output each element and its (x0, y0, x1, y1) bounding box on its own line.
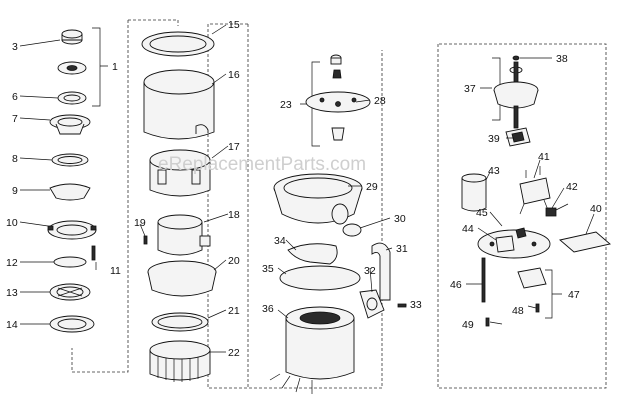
part-15-cushion-ring (141, 31, 215, 57)
part-23-turntable-stack (305, 54, 371, 141)
part-35-seal (279, 265, 361, 291)
part-46-bolt (481, 257, 486, 303)
part-43-tube (461, 173, 487, 212)
part-18-housing-inlet (157, 214, 211, 256)
part-3-stopper (61, 29, 83, 45)
callout-6: 6 (12, 91, 18, 103)
part-49-screw (485, 317, 490, 327)
part-13-mounting-ring (49, 283, 91, 301)
part-28-turntable (355, 99, 371, 103)
part-22-grind-ring (149, 340, 211, 382)
watermark: eReplacementParts.com (158, 154, 366, 175)
callout-22: 22 (228, 347, 240, 359)
part-21-seal (151, 312, 209, 332)
callout-21: 21 (228, 305, 240, 317)
callout-13: 13 (6, 287, 18, 299)
part-47-bottom-plate (517, 267, 547, 289)
callout-43: 43 (488, 165, 500, 177)
callout-19: 19 (134, 217, 146, 229)
callout-29: 29 (366, 181, 378, 193)
part-30-gasket (342, 223, 362, 237)
callout-10: 10 (6, 217, 18, 229)
callout-30: 30 (394, 213, 406, 225)
part-20-grind-ring-housing (147, 260, 217, 297)
part-29-lower-hopper (273, 173, 363, 225)
callout-16: 16 (228, 69, 240, 81)
part-8-gasket (51, 153, 89, 167)
bracket-1 (92, 27, 108, 107)
callout-3: 3 (12, 41, 18, 53)
part-36-motor-stator (269, 306, 355, 394)
callout-48: 48 (512, 305, 524, 317)
part-37-rotor (493, 61, 539, 129)
group-middle-dashed-box (207, 23, 383, 389)
part-42-switch-actuator (545, 203, 569, 217)
part-48-screw (535, 303, 540, 313)
part-12-snap-ring (53, 256, 87, 268)
callout-44: 44 (462, 223, 474, 235)
part-39-bearing (505, 127, 531, 147)
callout-12: 12 (6, 257, 18, 269)
group-left-dashed-box (71, 19, 179, 373)
callout-17: 17 (228, 141, 240, 153)
part-17-hopper (149, 149, 211, 197)
callout-35: 35 (262, 263, 274, 275)
part-6-flange-ring (57, 61, 87, 105)
callout-23: 23 (280, 99, 292, 111)
part-14-mounting-ring (49, 315, 95, 333)
callout-14: 14 (6, 319, 18, 331)
callout-33: 33 (410, 299, 422, 311)
part-38-washer (512, 55, 520, 61)
part-32-tube-flange (359, 289, 385, 319)
callout-49: 49 (462, 319, 474, 331)
callout-32: 32 (364, 265, 376, 277)
part-40-cover-plate (559, 231, 611, 253)
callout-34: 34 (274, 235, 286, 247)
callout-28: 28 (374, 95, 386, 107)
callout-46: 46 (450, 279, 462, 291)
callout-18: 18 (228, 209, 240, 221)
callout-8: 8 (12, 153, 18, 165)
part-19-screw (143, 235, 148, 245)
callout-47: 47 (568, 289, 580, 301)
callout-45: 45 (476, 207, 488, 219)
part-41-switch (519, 166, 551, 215)
part-10-mounting-ring (47, 220, 97, 240)
callout-7: 7 (12, 113, 18, 125)
callout-41: 41 (538, 151, 550, 163)
part-16-sound-shield (143, 69, 215, 140)
part-11-screw (91, 245, 96, 261)
callout-39: 39 (488, 133, 500, 145)
part-44-45-endbell (477, 227, 551, 259)
part-33-screw (397, 303, 407, 308)
callout-15: 15 (228, 19, 240, 31)
part-34-baffle (287, 243, 338, 265)
callout-42: 42 (566, 181, 578, 193)
part-9-backup-ring (49, 183, 91, 201)
callout-36: 36 (262, 303, 274, 315)
part-7-sink-flange (49, 114, 91, 135)
callout-38: 38 (556, 53, 568, 65)
group-right-dashed-box (437, 43, 607, 389)
callout-9: 9 (12, 185, 18, 197)
callout-31: 31 (396, 243, 408, 255)
bracket-47 (545, 269, 562, 319)
callout-1: 1 (112, 61, 118, 73)
leader-lines (19, 24, 595, 353)
callout-37: 37 (464, 83, 476, 95)
callout-40: 40 (590, 203, 602, 215)
callout-20: 20 (228, 255, 240, 267)
callout-11: 11 (110, 265, 121, 277)
